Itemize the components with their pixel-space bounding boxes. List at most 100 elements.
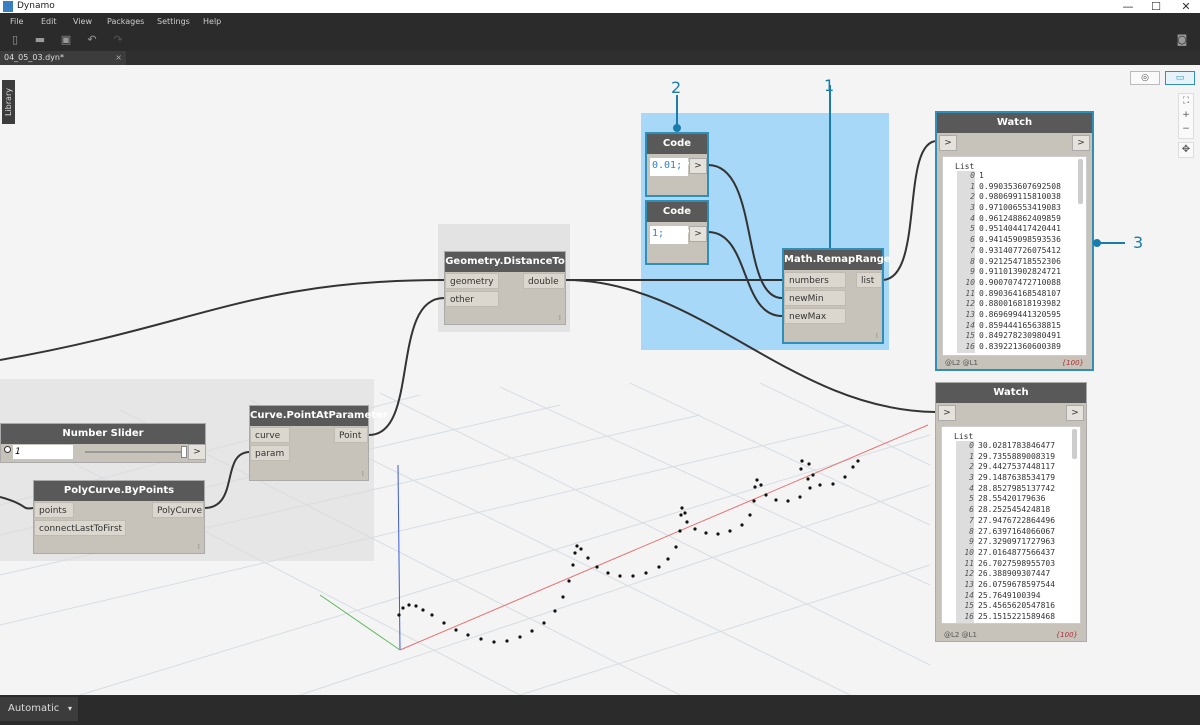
list-item-value: 0.921254718552306 xyxy=(979,256,1061,266)
run-mode-select[interactable]: Automatic ▾ xyxy=(0,697,78,721)
slider-track[interactable] xyxy=(85,451,187,453)
number-slider-node[interactable]: Number Slider 1 > xyxy=(0,423,206,463)
list-item-index: 12 xyxy=(956,569,974,580)
open-file-icon[interactable]: ▬ xyxy=(34,33,46,46)
undo-icon[interactable]: ↶ xyxy=(87,33,97,46)
list-item-index: 4 xyxy=(957,213,975,225)
list-item: 8 27.6397164066067 xyxy=(942,526,1080,538)
slider-expand-icon[interactable] xyxy=(4,446,11,453)
menu-packages[interactable]: Packages xyxy=(107,17,145,26)
code-block-1-input[interactable]: 0.01; xyxy=(650,158,688,176)
title-bar: Dynamo — ☐ ✕ xyxy=(0,0,1200,13)
list-item-value: 26.7027598955703 xyxy=(978,558,1056,568)
polycurve-by-points-node[interactable]: PolyCurve.ByPoints points connectLastToF… xyxy=(33,480,205,554)
new-file-icon[interactable]: ▯ xyxy=(11,33,19,46)
watch-1-input-port[interactable]: > xyxy=(939,135,957,151)
list-item-value: 27.6397164066067 xyxy=(978,526,1056,536)
graph-view-toggle-icon[interactable]: ▭ xyxy=(1165,71,1195,85)
list-item-value: 0.911013902824721 xyxy=(979,267,1061,277)
list-item-value: 28.252545424818 xyxy=(978,505,1051,515)
remap-input-newmin[interactable]: newMin xyxy=(784,290,846,306)
resize-grip-icon: ⁞ xyxy=(197,543,200,551)
pap-input-curve[interactable]: curve xyxy=(250,427,290,443)
zoom-in-icon[interactable]: + xyxy=(1182,110,1190,120)
polycurve-input-points[interactable]: points xyxy=(34,502,74,518)
list-item-index: 10 xyxy=(956,547,974,559)
list-item-index: 11 xyxy=(957,288,975,300)
resize-grip-icon: ⁞ xyxy=(558,314,561,322)
code-block-2-input[interactable]: 1; xyxy=(650,226,688,244)
code-block-node-1[interactable]: Code Block 0.01; > xyxy=(645,132,709,197)
pap-output-point[interactable]: Point xyxy=(334,427,368,443)
list-item-value: 0.941459098593536 xyxy=(979,235,1061,245)
redo-icon[interactable]: ↷ xyxy=(113,33,123,46)
list-item-index: 16 xyxy=(957,342,975,353)
remap-input-numbers[interactable]: numbers xyxy=(784,272,846,288)
distance-to-node[interactable]: Geometry.DistanceTo geometry other doubl… xyxy=(444,251,566,325)
watch-1-scrollbar[interactable] xyxy=(1078,159,1083,204)
watch-2-input-port[interactable]: > xyxy=(938,405,956,421)
tab-close-icon[interactable]: × xyxy=(115,53,122,62)
distance-input-geometry[interactable]: geometry xyxy=(445,273,499,289)
menu-settings[interactable]: Settings xyxy=(157,17,190,26)
watch-2-output-port[interactable]: > xyxy=(1066,405,1084,421)
watch-1-output-port[interactable]: > xyxy=(1072,135,1090,151)
pap-input-param[interactable]: param xyxy=(250,445,290,461)
screenshot-camera-icon[interactable]: ◙ xyxy=(1176,33,1188,46)
pan-icon[interactable]: ✥ xyxy=(1178,142,1194,158)
tab-file[interactable]: 04_05_03.dyn* × xyxy=(0,51,126,65)
menu-edit[interactable]: Edit xyxy=(41,17,57,26)
remap-range-node[interactable]: Math.RemapRange numbers newMin newMax li… xyxy=(782,248,891,344)
list-item-index: 9 xyxy=(957,267,975,278)
slider-output-port[interactable]: > xyxy=(188,444,206,460)
point-at-parameter-node[interactable]: Curve.PointAtParameter curve param Point… xyxy=(249,405,388,481)
watch-2-scrollbar[interactable] xyxy=(1072,429,1077,459)
code-block-1-output-port[interactable]: > xyxy=(689,158,707,174)
zoom-out-icon[interactable]: − xyxy=(1182,124,1190,134)
save-icon[interactable]: ▣ xyxy=(60,33,72,46)
list-item-index: 15 xyxy=(957,331,975,343)
list-item-value: 29.4427537448117 xyxy=(978,462,1056,472)
polycurve-output[interactable]: PolyCurve xyxy=(152,502,204,518)
slider-value[interactable]: 1 xyxy=(13,445,73,459)
watch-2-count: {100} xyxy=(1055,631,1078,639)
minimize-button[interactable]: — xyxy=(1122,0,1134,13)
zoom-fit-icon[interactable]: ⛶ xyxy=(1182,96,1190,106)
list-item-value: 26.388909307447 xyxy=(978,569,1051,579)
list-item-index: 8 xyxy=(956,526,974,538)
remap-input-newmax[interactable]: newMax xyxy=(784,308,846,324)
list-item-value: 27.0164877566437 xyxy=(978,547,1056,557)
list-item-value: 0.961248862409859 xyxy=(979,213,1061,223)
polycurve-input-connect-last-to-first[interactable]: connectLastToFirst xyxy=(34,520,126,536)
menu-view[interactable]: View xyxy=(73,17,92,26)
distance-output-double[interactable]: double xyxy=(523,273,565,289)
remap-output-list[interactable]: list xyxy=(856,272,882,288)
code-block-2-output-port[interactable]: > xyxy=(689,226,707,242)
status-bar xyxy=(0,695,1200,725)
remap-range-title: Math.RemapRange xyxy=(784,250,891,270)
number-slider-title: Number Slider xyxy=(1,424,205,444)
window-title: Dynamo xyxy=(17,1,55,11)
menu-file[interactable]: File xyxy=(10,17,24,26)
background-preview-toggle-icon[interactable]: ◎ xyxy=(1130,71,1160,85)
slider-thumb[interactable] xyxy=(181,446,187,458)
close-button[interactable]: ✕ xyxy=(1181,0,1191,13)
graph-canvas[interactable]: Library Code Block 0.01; > Code Block 1;… xyxy=(0,65,1200,695)
list-item-value: 25.1515221589468 xyxy=(978,612,1056,621)
code-block-node-2[interactable]: Code Block 1; > xyxy=(645,200,709,265)
list-item-index: 1 xyxy=(957,181,975,193)
menu-help[interactable]: Help xyxy=(203,17,222,26)
distance-input-other[interactable]: other xyxy=(445,291,499,307)
maximize-button[interactable]: ☐ xyxy=(1151,0,1161,13)
